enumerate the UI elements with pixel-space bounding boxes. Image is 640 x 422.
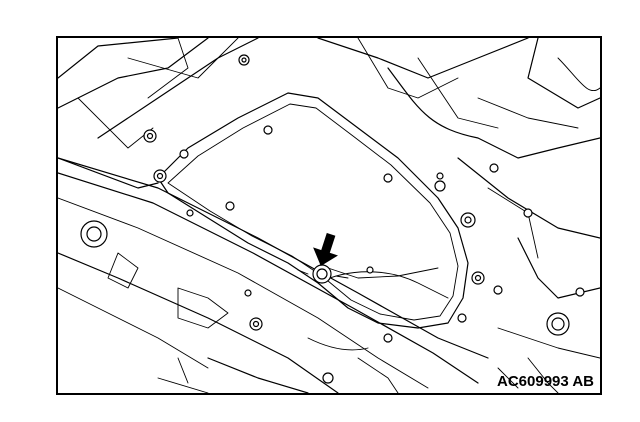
crossmember — [58, 157, 489, 393]
figure-code: AC609993 AB — [497, 373, 594, 390]
drain-plug — [297, 264, 349, 284]
bolt-holes — [80, 54, 585, 384]
transmission-underside-drawing — [58, 38, 600, 393]
oil-pan — [157, 92, 469, 329]
lower-structure — [107, 252, 600, 393]
body-panel — [58, 38, 600, 299]
drain-plug-arrow — [313, 232, 338, 266]
diagram-frame: AC609993 AB — [56, 36, 602, 395]
